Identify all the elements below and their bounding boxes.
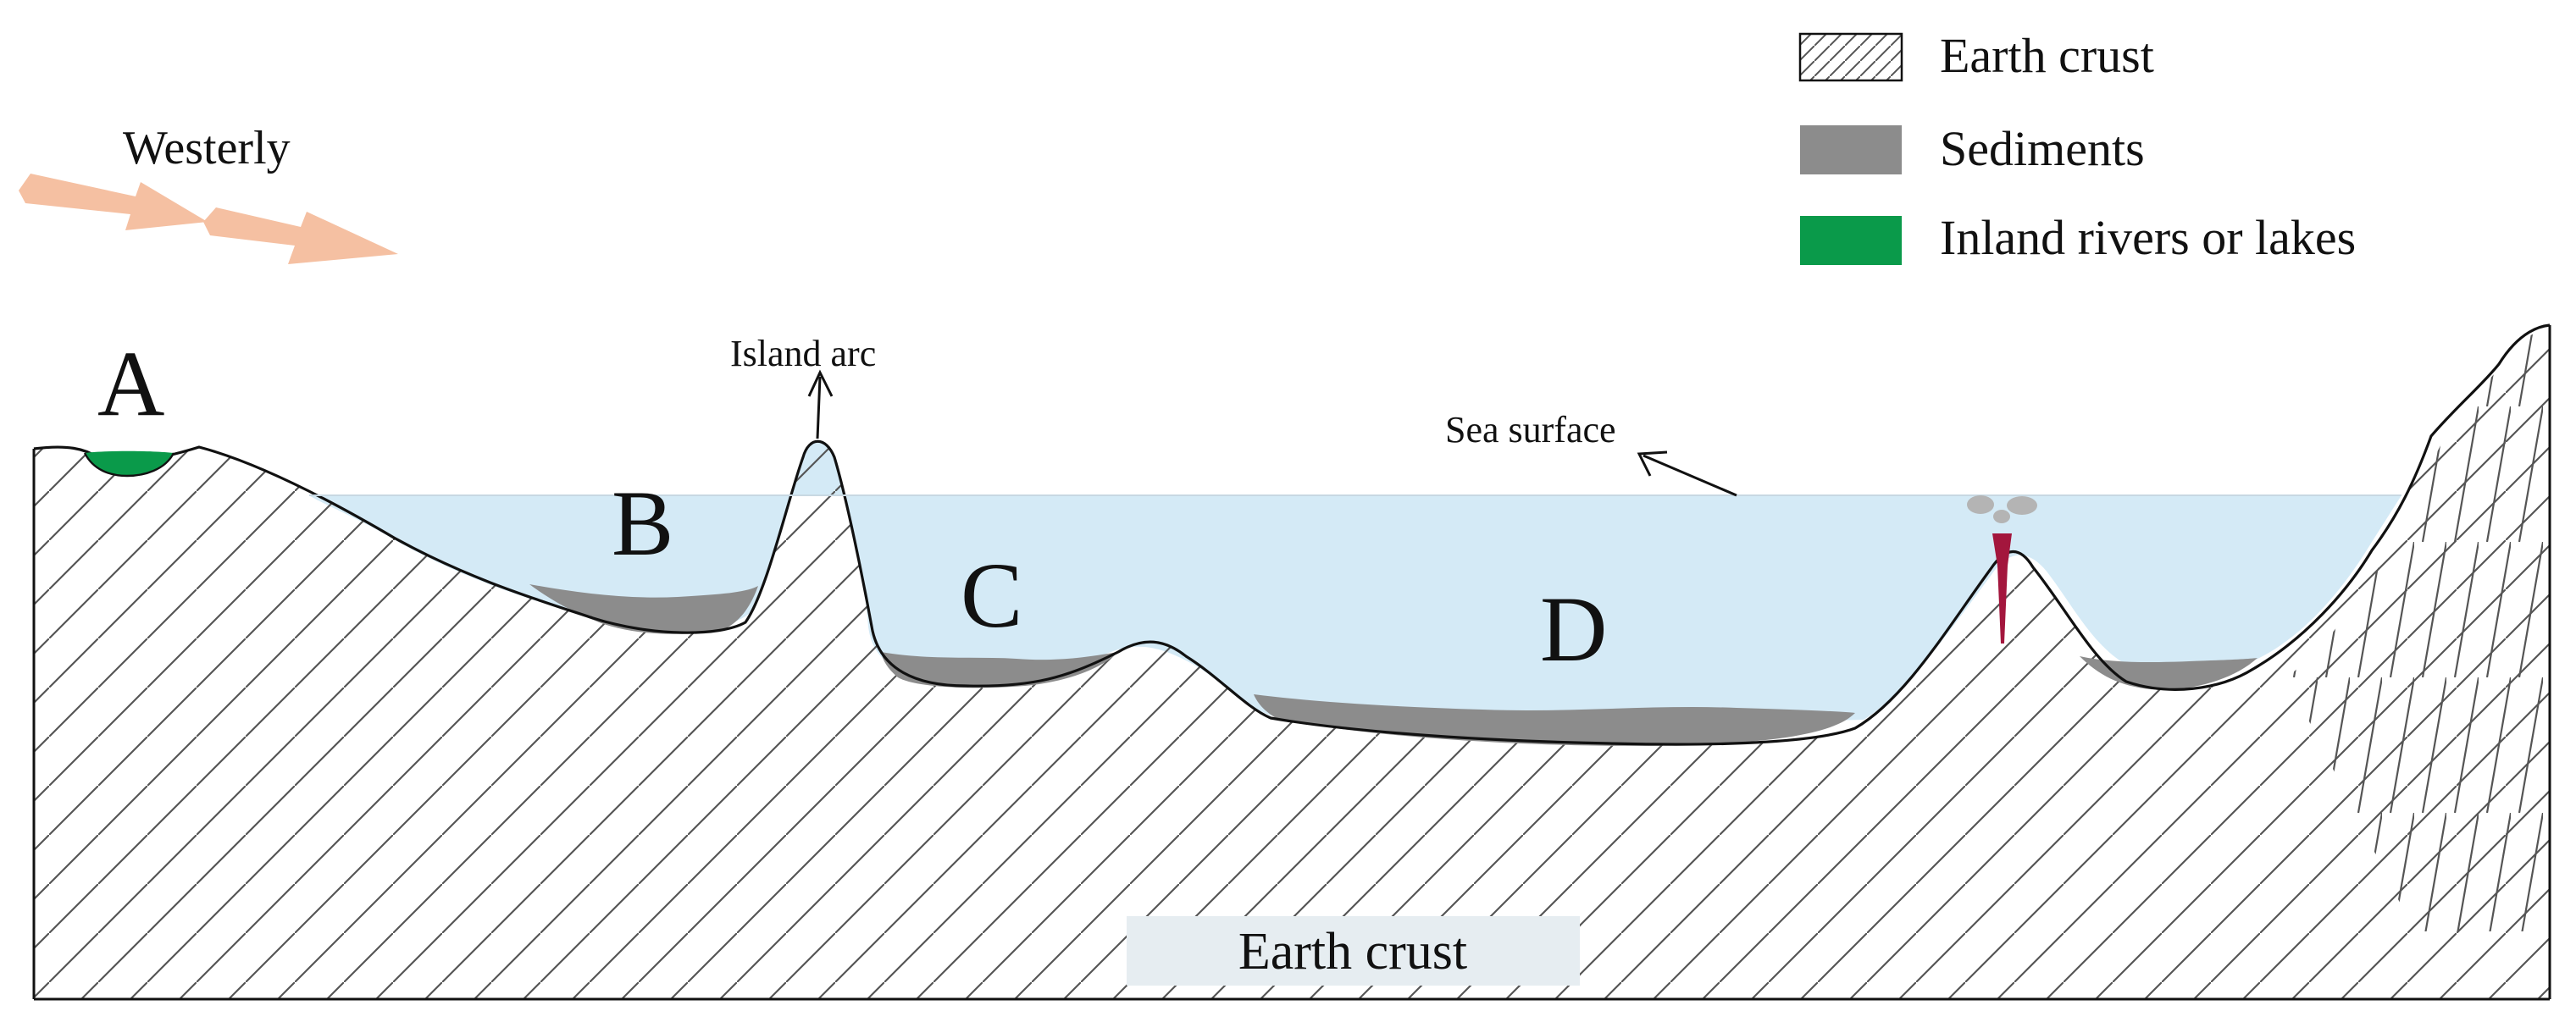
westerly-label: Westerly [123,122,291,174]
inland-lake [85,450,174,476]
legend-swatch-sediments [1800,125,1902,174]
earth-crust-caption-box [1127,916,1580,986]
right-margin-hatch [2287,325,2550,931]
legend-swatch-earth-crust [1798,32,1903,82]
legend: Earth crust Sediments Inland rivers or l… [1798,28,2356,265]
crust-outline [33,323,2551,746]
sea-surface-label: Sea surface [1445,409,1616,450]
volcano-icon [1967,495,2037,644]
ash-plume-center [1993,510,2010,523]
legend-label-earth-crust: Earth crust [1940,28,2154,83]
zone-label-d: D [1540,577,1607,681]
westerly-arrow-2 [203,207,398,264]
earth-crust-caption: Earth crust [1238,923,1467,981]
island-arc-label: Island arc [730,333,876,374]
sediment-basin-c [881,652,1118,688]
zone-label-a: A [97,332,164,435]
earth-crust-body [34,325,2550,999]
westerly-arrow-1 [19,174,208,230]
inland-lake-outline [83,452,175,478]
sediment-layers [529,584,2257,746]
westerly-arrow-icon [19,174,398,264]
annotation-arrows [807,369,1737,497]
sediment-basin-b [529,584,758,634]
zone-label-c: C [961,544,1022,647]
legend-swatch-inland-water [1800,216,1902,265]
legend-label-sediments: Sediments [1940,121,2145,176]
sea-surface-arrowhead [1637,450,1668,477]
ash-plume-left [1967,495,1994,514]
ash-plume-right [2007,496,2037,515]
zone-label-b: B [612,472,673,575]
sea-water [309,441,2401,728]
island-arc-arrowhead [807,369,834,397]
legend-label-inland-water: Inland rivers or lakes [1940,210,2356,265]
sea-surface-pointer [1643,454,1737,497]
island-arc-pointer [816,376,822,439]
magma-conduit [1992,533,2012,644]
